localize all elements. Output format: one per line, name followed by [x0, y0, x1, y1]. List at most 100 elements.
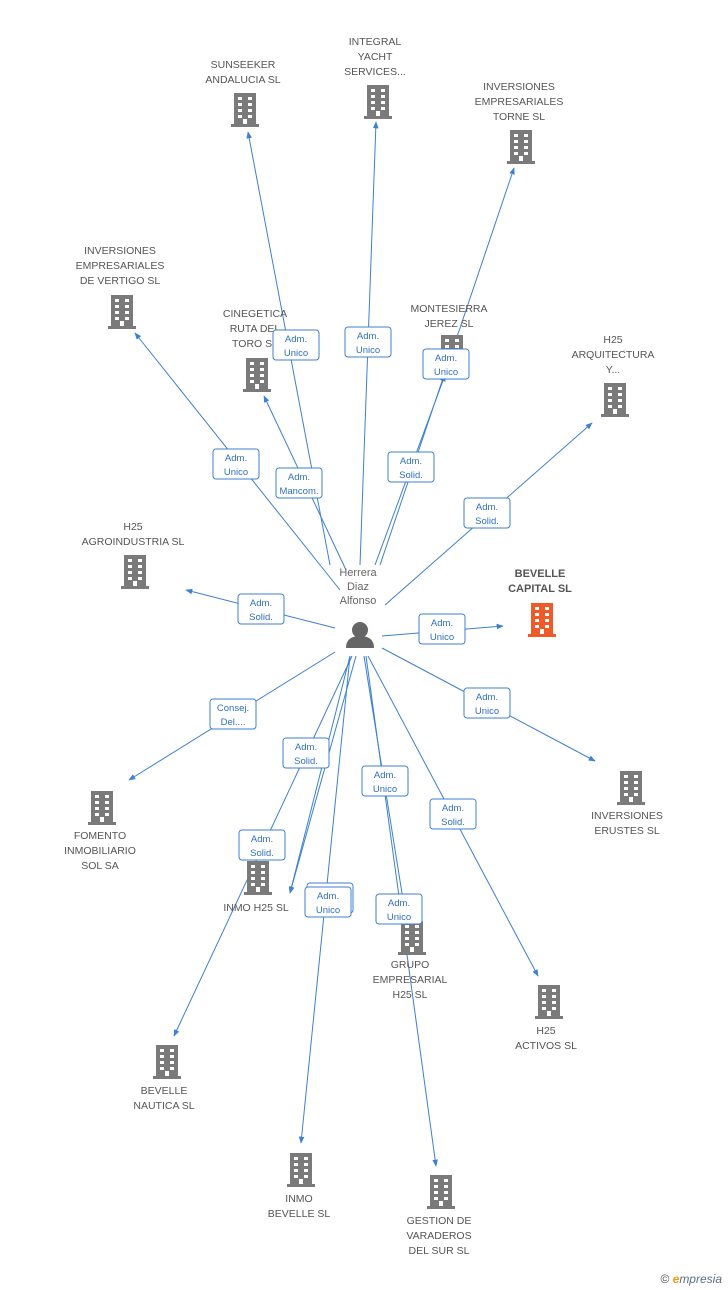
- company-node-grupo[interactable]: GRUPO EMPRESARIAL H25 SL: [373, 921, 448, 1001]
- company-node-fomento[interactable]: FOMENTO INMOBILIARIO SOL SA: [64, 791, 136, 872]
- company-name-line: TORO SL: [232, 338, 278, 350]
- building-icon: [601, 383, 629, 417]
- company-name-line: SUNSEEKER: [211, 59, 276, 71]
- company-name-line: EMPRESARIAL: [373, 974, 448, 986]
- relation-label-box: [418, 613, 466, 645]
- relation-role-text: Unico: [224, 467, 248, 478]
- company-name-line: Y...: [606, 364, 620, 376]
- relation-label-bevellenau[interactable]: Adm. Solid.: [238, 829, 286, 861]
- relation-label-h25arq[interactable]: Adm.Solid.: [463, 497, 511, 529]
- company-node-sunseeker[interactable]: SUNSEEKER ANDALUCIA SL: [205, 59, 281, 127]
- company-name-line: CINEGETICA: [223, 308, 287, 320]
- building-icon: [153, 1045, 181, 1079]
- building-icon: [244, 861, 272, 895]
- company-name-line: GESTION DE: [407, 1215, 472, 1227]
- company-name-line: INMOBILIARIO: [64, 845, 136, 857]
- company-name-line: TORNE SL: [493, 111, 545, 123]
- relation-role-text: Unico: [316, 905, 340, 916]
- company-name-line: MONTESIERRA: [410, 303, 487, 315]
- company-name-line: FOMENTO: [74, 830, 126, 842]
- relation-label-vertigo[interactable]: Adm.Unico: [212, 448, 260, 480]
- relation-label-box: [237, 593, 285, 625]
- relation-label-bevellecap[interactable]: Adm.Unico: [418, 613, 466, 645]
- company-node-integral[interactable]: INTEGRALYACHTSERVICES...: [344, 36, 406, 119]
- company-name-line: SOL SA: [81, 860, 119, 872]
- relation-role-text: Solid.: [250, 848, 274, 859]
- relation-label-box: [387, 451, 435, 483]
- relation-label-sunseeker[interactable]: Adm.Unico: [272, 329, 320, 361]
- company-name-line: BEVELLE: [141, 1085, 188, 1097]
- relation-label-box: [209, 698, 257, 730]
- relation-role-text: Adm.: [295, 742, 317, 753]
- company-name-line: YACHT: [358, 51, 393, 63]
- company-name-line: GRUPO: [391, 959, 430, 971]
- relation-label-fomento[interactable]: Consej.Del....: [209, 698, 257, 730]
- relation-label-h25agro[interactable]: Adm. Solid.: [237, 593, 285, 625]
- center-person[interactable]: Herrera Diaz Alfonso: [339, 567, 378, 648]
- person-body-icon: [346, 636, 374, 648]
- company-name-line: INVERSIONES: [591, 810, 663, 822]
- company-name-line: VARADEROS: [406, 1230, 471, 1242]
- building-icon: [108, 295, 136, 329]
- relation-label-inmoh25[interactable]: Adm.Solid.: [282, 737, 330, 769]
- relation-role-text: Adm.: [250, 598, 272, 609]
- relation-role-text: Adm.: [288, 472, 310, 483]
- relation-role-text: Unico: [387, 912, 411, 923]
- company-name-line: EMPRESARIALES: [76, 260, 165, 272]
- relation-role-text: Adm.: [388, 898, 410, 909]
- relation-label-montesierra[interactable]: Adm. Unico: [422, 348, 470, 380]
- company-name-line: ANDALUCIA SL: [205, 74, 280, 86]
- relation-label-box: [344, 326, 392, 358]
- relation-label-box: [275, 467, 323, 499]
- relation-role-text: Solid.: [249, 612, 273, 623]
- relation-label-cinegetica[interactable]: Adm.Mancom.: [275, 467, 323, 499]
- company-name-line: SERVICES...: [344, 66, 406, 78]
- brand-logo-text: mpresia: [679, 1272, 722, 1286]
- relation-role-text: Adm.: [435, 353, 457, 364]
- relation-role-text: Adm.: [317, 891, 339, 902]
- building-icon: [535, 985, 563, 1019]
- company-name-line: DE VERTIGO SL: [80, 275, 160, 287]
- relation-label-torne[interactable]: Adm.Solid.: [387, 451, 435, 483]
- company-name-line: INMO H25 SL: [223, 902, 289, 914]
- relation-role-text: Unico: [434, 367, 458, 378]
- company-name-line: ARQUITECTURA: [572, 349, 655, 361]
- relation-label-box: [272, 329, 320, 361]
- building-icon: [427, 1175, 455, 1209]
- company-name-line: H25 SL: [392, 989, 427, 1001]
- company-name-line: INVERSIONES: [483, 81, 555, 93]
- relation-label-erustes[interactable]: Adm.Unico: [463, 687, 511, 719]
- relation-label-box: [361, 765, 409, 797]
- building-icon: [528, 603, 556, 637]
- relation-label-h25act[interactable]: Adm.Solid.: [429, 798, 477, 830]
- building-icon: [364, 85, 392, 119]
- relation-label-integral[interactable]: Adm.Unico: [344, 326, 392, 358]
- company-name-line: H25: [603, 334, 622, 346]
- relation-label-inmoh25[interactable]: Adm. Unico: [304, 886, 352, 918]
- relation-label-grupo[interactable]: Adm.Unico: [361, 765, 409, 797]
- relation-edge-inmoh25: [288, 655, 351, 894]
- relation-role-text: Adm.: [476, 692, 498, 703]
- copyright-symbol: ©: [660, 1272, 670, 1286]
- relation-label-box: [375, 893, 423, 925]
- relation-role-text: Adm.: [251, 834, 273, 845]
- relation-label-varaderos[interactable]: Adm. Unico: [375, 893, 423, 925]
- company-node-inmoh25[interactable]: INMO H25 SL: [223, 861, 289, 914]
- relation-edge-inmoh25: [288, 655, 357, 894]
- company-name-line: BEVELLE: [515, 568, 566, 580]
- relation-role-text: Solid.: [475, 516, 499, 527]
- relation-role-text: Adm.: [431, 618, 453, 629]
